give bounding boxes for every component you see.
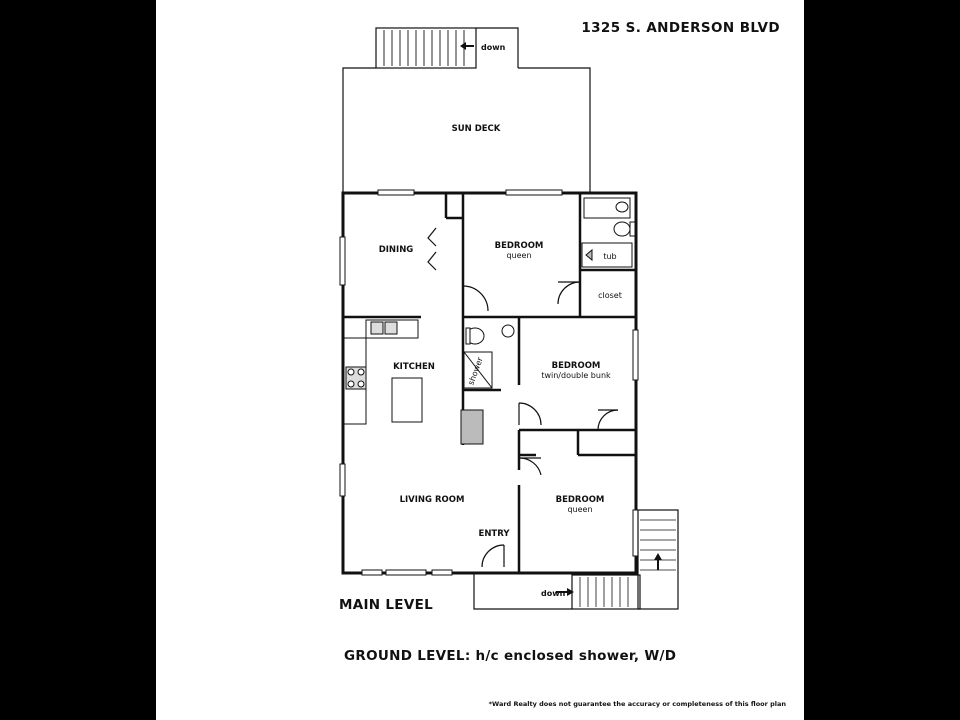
side-stairs-arrow-icon (654, 553, 662, 570)
kitchen-island (391, 377, 423, 423)
bottom-stair-treads (579, 519, 676, 607)
water-heater (460, 409, 484, 445)
windows (339, 189, 639, 576)
tub-label: tub (603, 252, 616, 261)
kitchen-sink-icon (370, 321, 384, 335)
bottom-stairs-label: down (541, 589, 566, 598)
sink-icon-2 (501, 324, 515, 338)
bedroom3-label: BEDROOM (556, 495, 605, 505)
property-address: 1325 S. ANDERSON BLVD (581, 20, 780, 36)
entry-label: ENTRY (479, 529, 511, 539)
bathroom2-fixtures (460, 324, 515, 445)
floor-plan-drawing: down SUN DECK DINING BEDROOM queen tub c… (339, 27, 679, 610)
top-stairs-arrow-icon (460, 42, 474, 50)
top-stair-treads (383, 30, 465, 66)
top-stairs-label: down (481, 43, 506, 52)
ground-level-note: GROUND LEVEL: h/c enclosed shower, W/D (344, 648, 677, 664)
doors (462, 281, 619, 568)
top-stairs (375, 27, 477, 69)
bottom-stairs-arrow-icon (556, 588, 574, 596)
bedroom2-label: BEDROOM (552, 361, 601, 371)
bedroom1-note: queen (506, 251, 531, 260)
bathroom-fixtures (581, 197, 636, 268)
bifold-doors (427, 227, 437, 271)
living-room-label: LIVING ROOM (400, 495, 465, 505)
dining-label: DINING (379, 245, 414, 255)
kitchen-label: KITCHEN (393, 362, 435, 372)
main-level-title: MAIN LEVEL (339, 597, 433, 613)
closet-label: closet (598, 291, 622, 300)
toilet-icon (613, 221, 631, 237)
disclaimer-text: *Ward Realty does not guarantee the accu… (488, 700, 786, 708)
sun-deck-label: SUN DECK (452, 124, 501, 134)
bedroom3-note: queen (567, 505, 592, 514)
bedroom2-note: twin/double bunk (541, 371, 611, 380)
bedroom1-label: BEDROOM (495, 241, 544, 251)
floor-plan-sheet: 1325 S. ANDERSON BLVD (156, 0, 804, 720)
kitchen-fixtures (343, 319, 423, 425)
sink-icon (615, 201, 629, 213)
